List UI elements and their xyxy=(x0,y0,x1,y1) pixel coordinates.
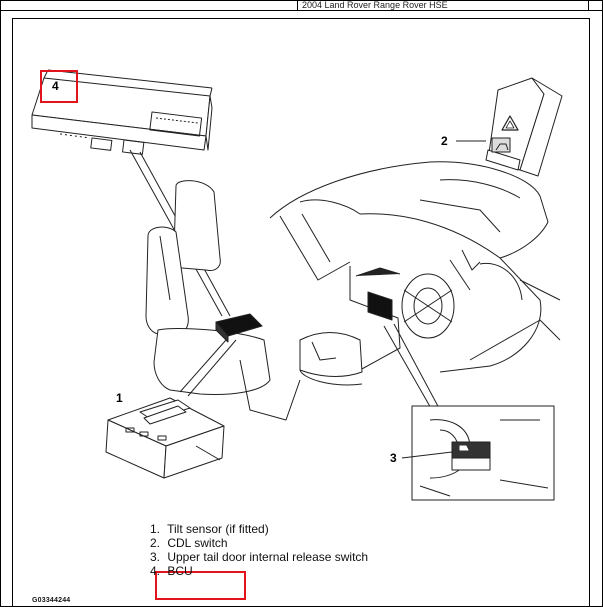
callout-1: 1 xyxy=(116,391,123,405)
bcu-highlight-box xyxy=(40,70,78,103)
callout-2: 2 xyxy=(441,134,448,148)
tilt-sensor-drawing xyxy=(105,397,225,479)
vehicle-header: 2004 Land Rover Range Rover HSE xyxy=(297,1,589,10)
legend-item-1: 1. Tilt sensor (if fitted) xyxy=(150,522,269,536)
legend: 1. Tilt sensor (if fitted) 2. CDL switch… xyxy=(150,522,368,578)
legend-item-2: 2. CDL switch xyxy=(150,536,228,550)
bcu-legend-highlight-box xyxy=(155,571,246,600)
tail-door-switch-drawing xyxy=(411,405,555,501)
legend-item-4: 4. BCU xyxy=(150,564,193,578)
callout-4: 4 xyxy=(52,79,59,93)
seat-drawing xyxy=(145,180,301,421)
legend-item-3: 3. Upper tail door internal release swit… xyxy=(150,550,369,564)
callout-3: 3 xyxy=(390,451,397,465)
figure-code: G03344244 xyxy=(32,597,71,604)
cdl-switch-drawing xyxy=(485,77,563,177)
diagram-frame xyxy=(12,18,590,607)
header-strip: 2004 Land Rover Range Rover HSE xyxy=(1,1,602,11)
dashboard-drawing xyxy=(269,161,561,386)
